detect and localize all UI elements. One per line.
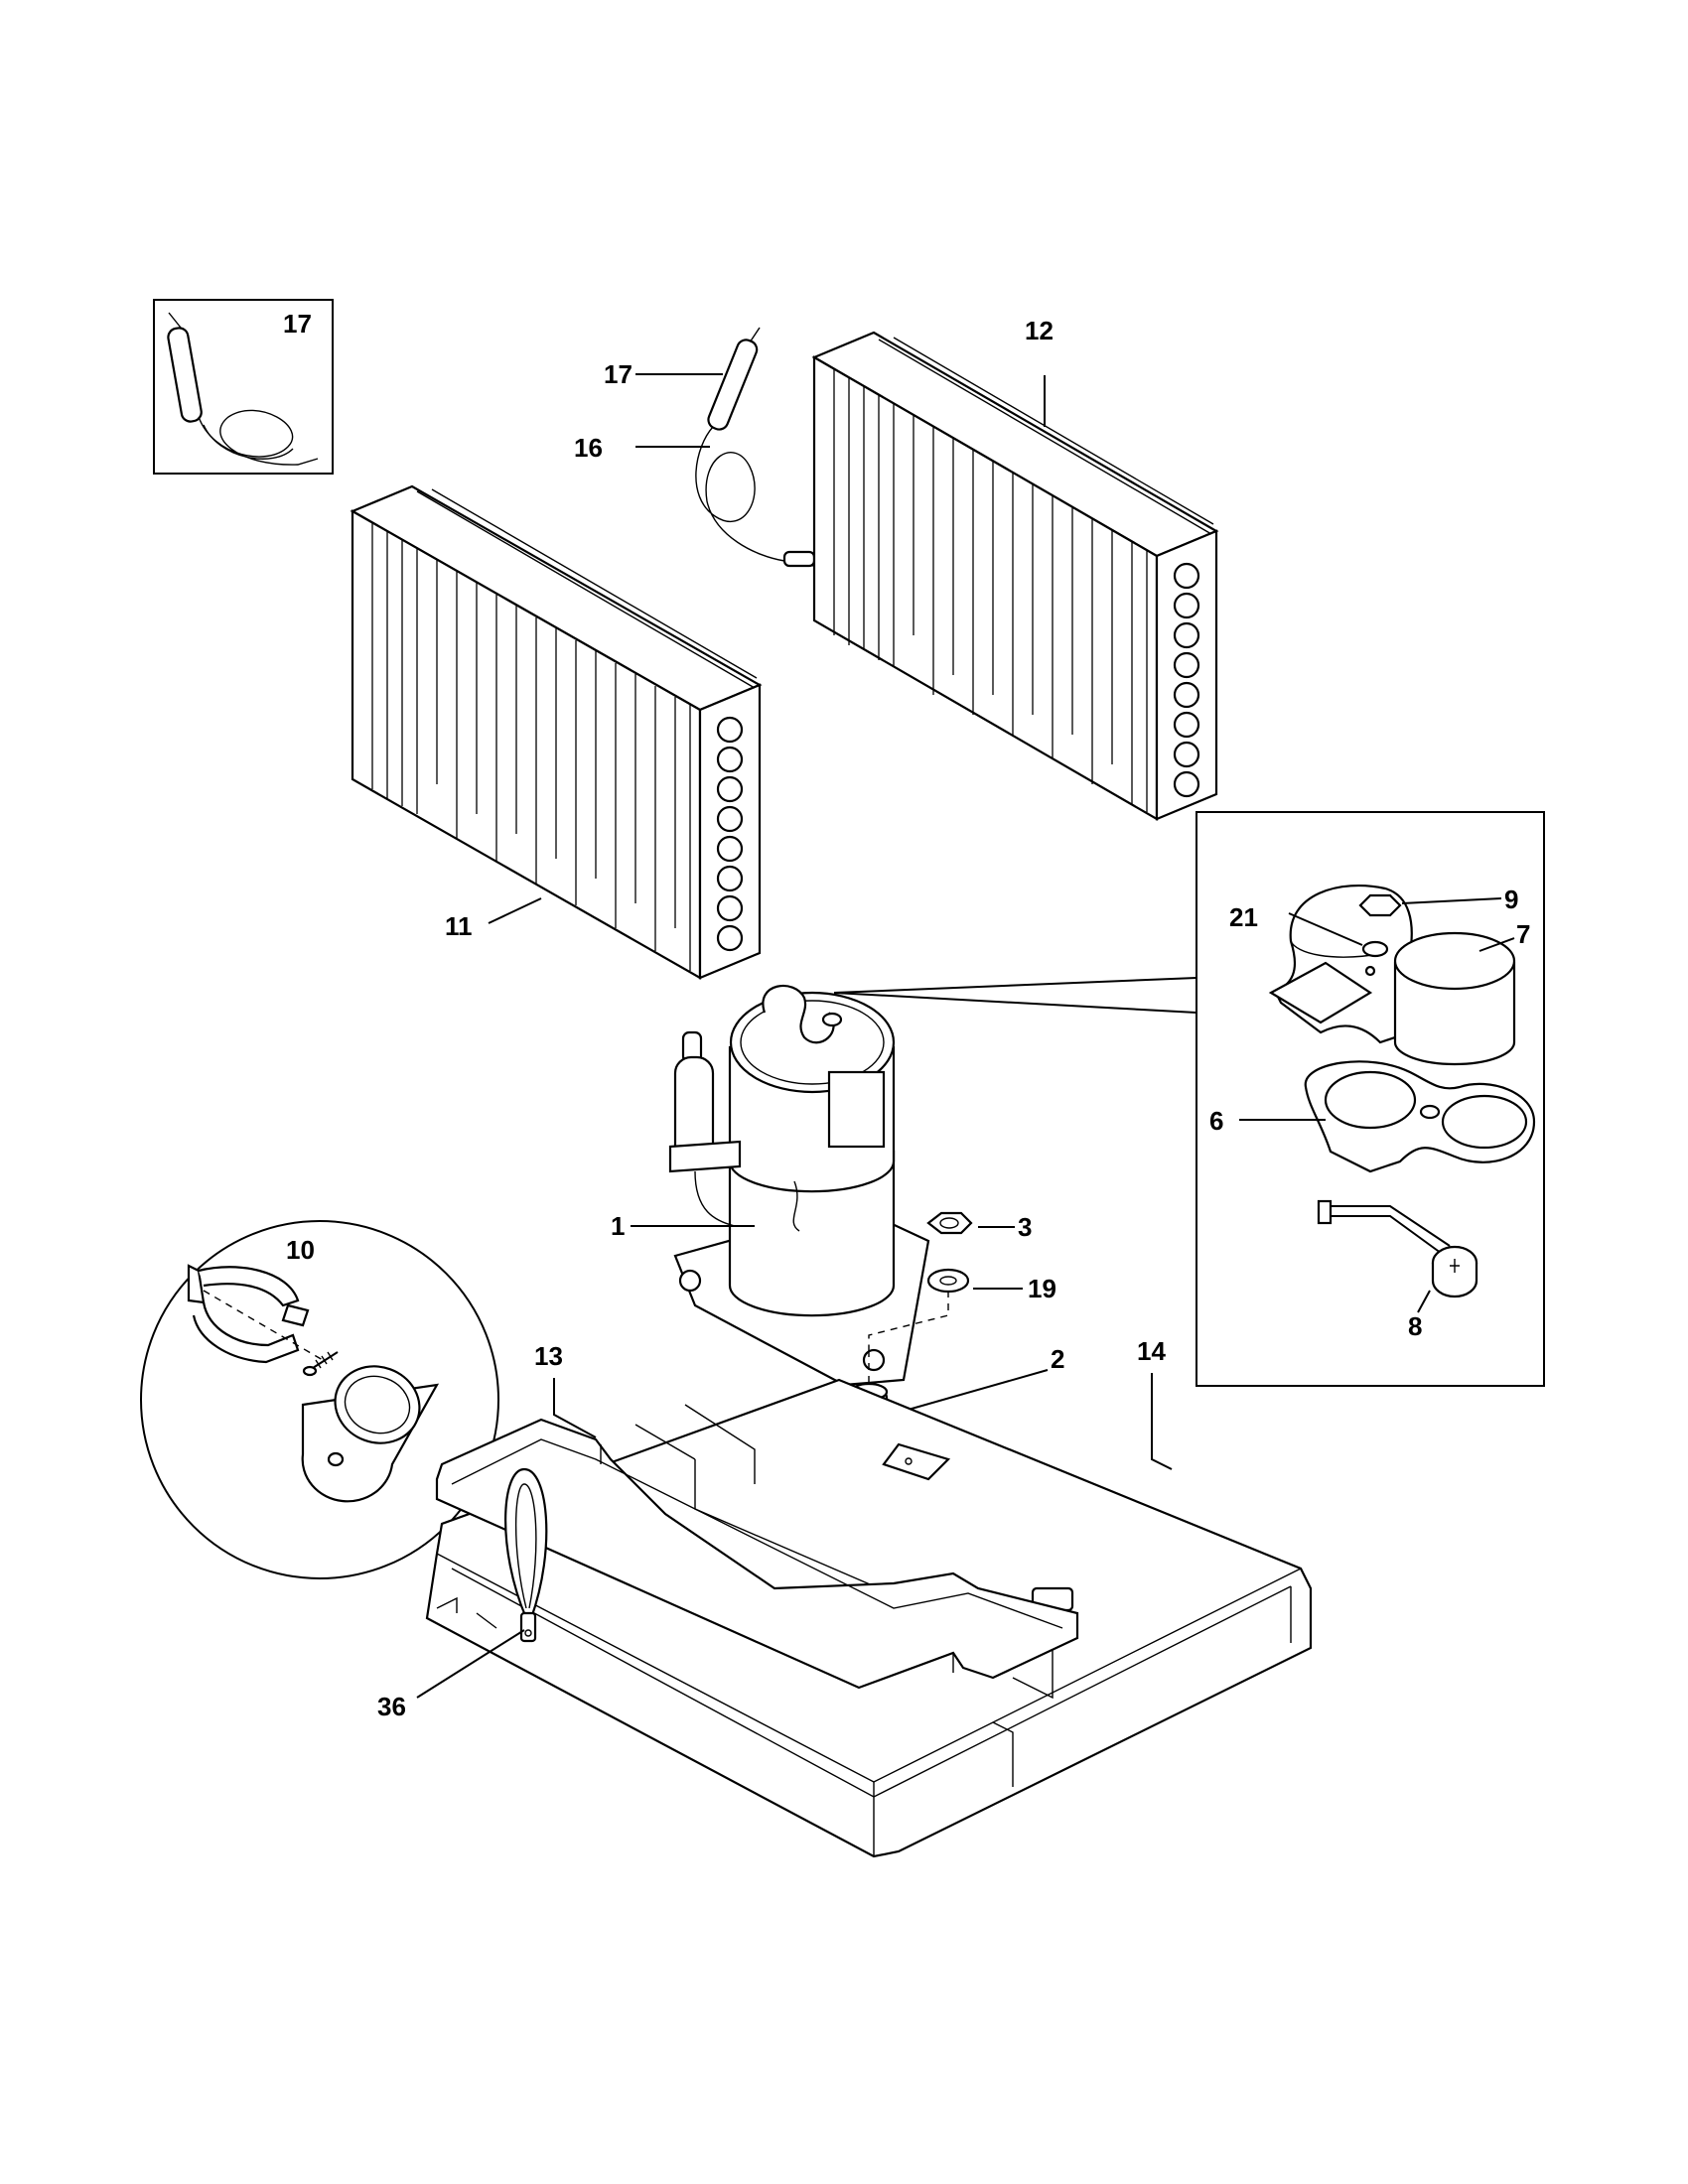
callout-14: 14 xyxy=(1137,1336,1166,1366)
compressor-terminal-cover xyxy=(762,984,843,1044)
evaporator-coil-11 xyxy=(350,484,763,980)
callout-12: 12 xyxy=(1025,316,1054,345)
gasket-6 xyxy=(1304,1060,1536,1173)
inset-box-part-17: 17 xyxy=(153,299,334,475)
callout-8: 8 xyxy=(1408,1311,1422,1341)
compressor-1 xyxy=(631,984,930,1387)
callout-6: 6 xyxy=(1209,1106,1223,1136)
callout-11: 11 xyxy=(445,911,473,941)
callout-17-inset: 17 xyxy=(283,309,312,339)
coil-11-return-bends xyxy=(716,716,744,952)
callout-36: 36 xyxy=(377,1692,406,1721)
overload-protector-8 xyxy=(1317,1199,1478,1298)
run-capacitor xyxy=(301,1365,440,1503)
inset-box-electrical-parts xyxy=(1196,811,1545,1387)
washer-19 xyxy=(926,1268,970,1294)
capacitor-bracket xyxy=(187,1264,310,1364)
callout-7: 7 xyxy=(1516,919,1530,949)
nut-3 xyxy=(926,1211,973,1235)
thermistor-sensor-icon xyxy=(167,312,319,466)
capacitor-7 xyxy=(1393,931,1516,1066)
clip-36 xyxy=(416,1467,548,1699)
callout-2: 2 xyxy=(1051,1344,1064,1374)
callout-9: 9 xyxy=(1504,885,1518,914)
callout-1: 1 xyxy=(611,1211,625,1241)
drain-pan-13 xyxy=(435,1378,1079,1690)
drain-plug xyxy=(882,1442,951,1481)
callout-17: 17 xyxy=(604,359,633,389)
callout-10: 10 xyxy=(286,1235,315,1265)
nut-9 xyxy=(1358,893,1402,917)
thermistor-assembly xyxy=(635,327,816,568)
inset-circle-part-10 xyxy=(140,1220,499,1579)
condenser-coil-12 xyxy=(811,331,1219,821)
accumulator xyxy=(668,1030,742,1227)
terminal-cover xyxy=(1268,885,1413,1044)
callout-16: 16 xyxy=(574,433,603,463)
callout-13: 13 xyxy=(534,1341,563,1371)
callout-19: 19 xyxy=(1028,1274,1056,1303)
callout-21: 21 xyxy=(1229,902,1258,932)
coil-12-return-bends xyxy=(1173,562,1200,798)
screw-icon xyxy=(302,1351,339,1377)
callout-3: 3 xyxy=(1018,1212,1032,1242)
